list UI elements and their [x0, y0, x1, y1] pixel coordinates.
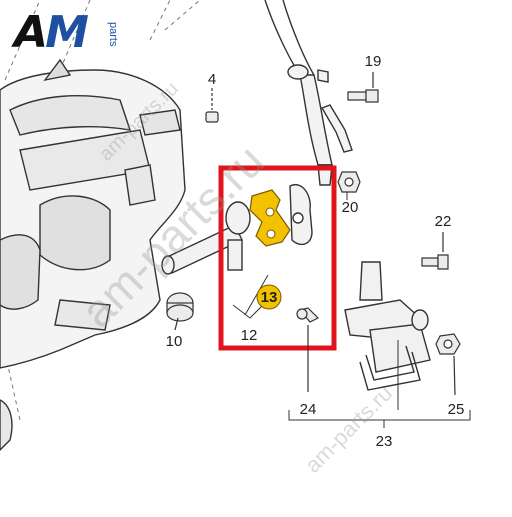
pipe-assembly: [264, 0, 353, 186]
callout-10: 10: [166, 333, 183, 350]
callout-22: 22: [435, 213, 452, 230]
gasket-hole-lower: [266, 229, 276, 239]
nut-10: [166, 292, 194, 331]
callout-20: 20: [342, 199, 359, 216]
logo-letter-a: A: [14, 7, 48, 58]
callout-4: 4: [208, 71, 216, 88]
bolt-4: [205, 88, 219, 123]
valve-assembly-23: [344, 261, 431, 391]
callout-13-badge: [256, 284, 282, 310]
callout-24: 24: [300, 401, 317, 418]
callout-labels: 4 19 20 22 13 12 10 24 25 23: [166, 53, 465, 450]
bolt-22: [421, 232, 449, 270]
bolt-24: [296, 307, 320, 392]
callout-23: 23: [376, 433, 393, 450]
logo-letter-m: M: [45, 7, 89, 58]
callout-25: 25: [448, 401, 465, 418]
bolt-19: [347, 72, 379, 103]
highlight-frame: [218, 165, 337, 351]
callout-13: 13: [261, 289, 278, 306]
callout-19: 19: [365, 53, 382, 70]
am-parts-logo: AM parts: [14, 8, 144, 58]
boundary-dashes: [0, 0, 201, 421]
gasket-hole: [265, 207, 275, 217]
callout-12: 12: [241, 327, 258, 344]
gasket-highlight-13: [249, 189, 291, 247]
logo-suffix: parts: [107, 22, 119, 47]
nut-20: [337, 171, 361, 193]
logo-letters: AM: [14, 7, 89, 58]
leader-lines: [232, 192, 471, 428]
nut-25: [435, 333, 461, 396]
intake-manifold: [0, 58, 186, 451]
